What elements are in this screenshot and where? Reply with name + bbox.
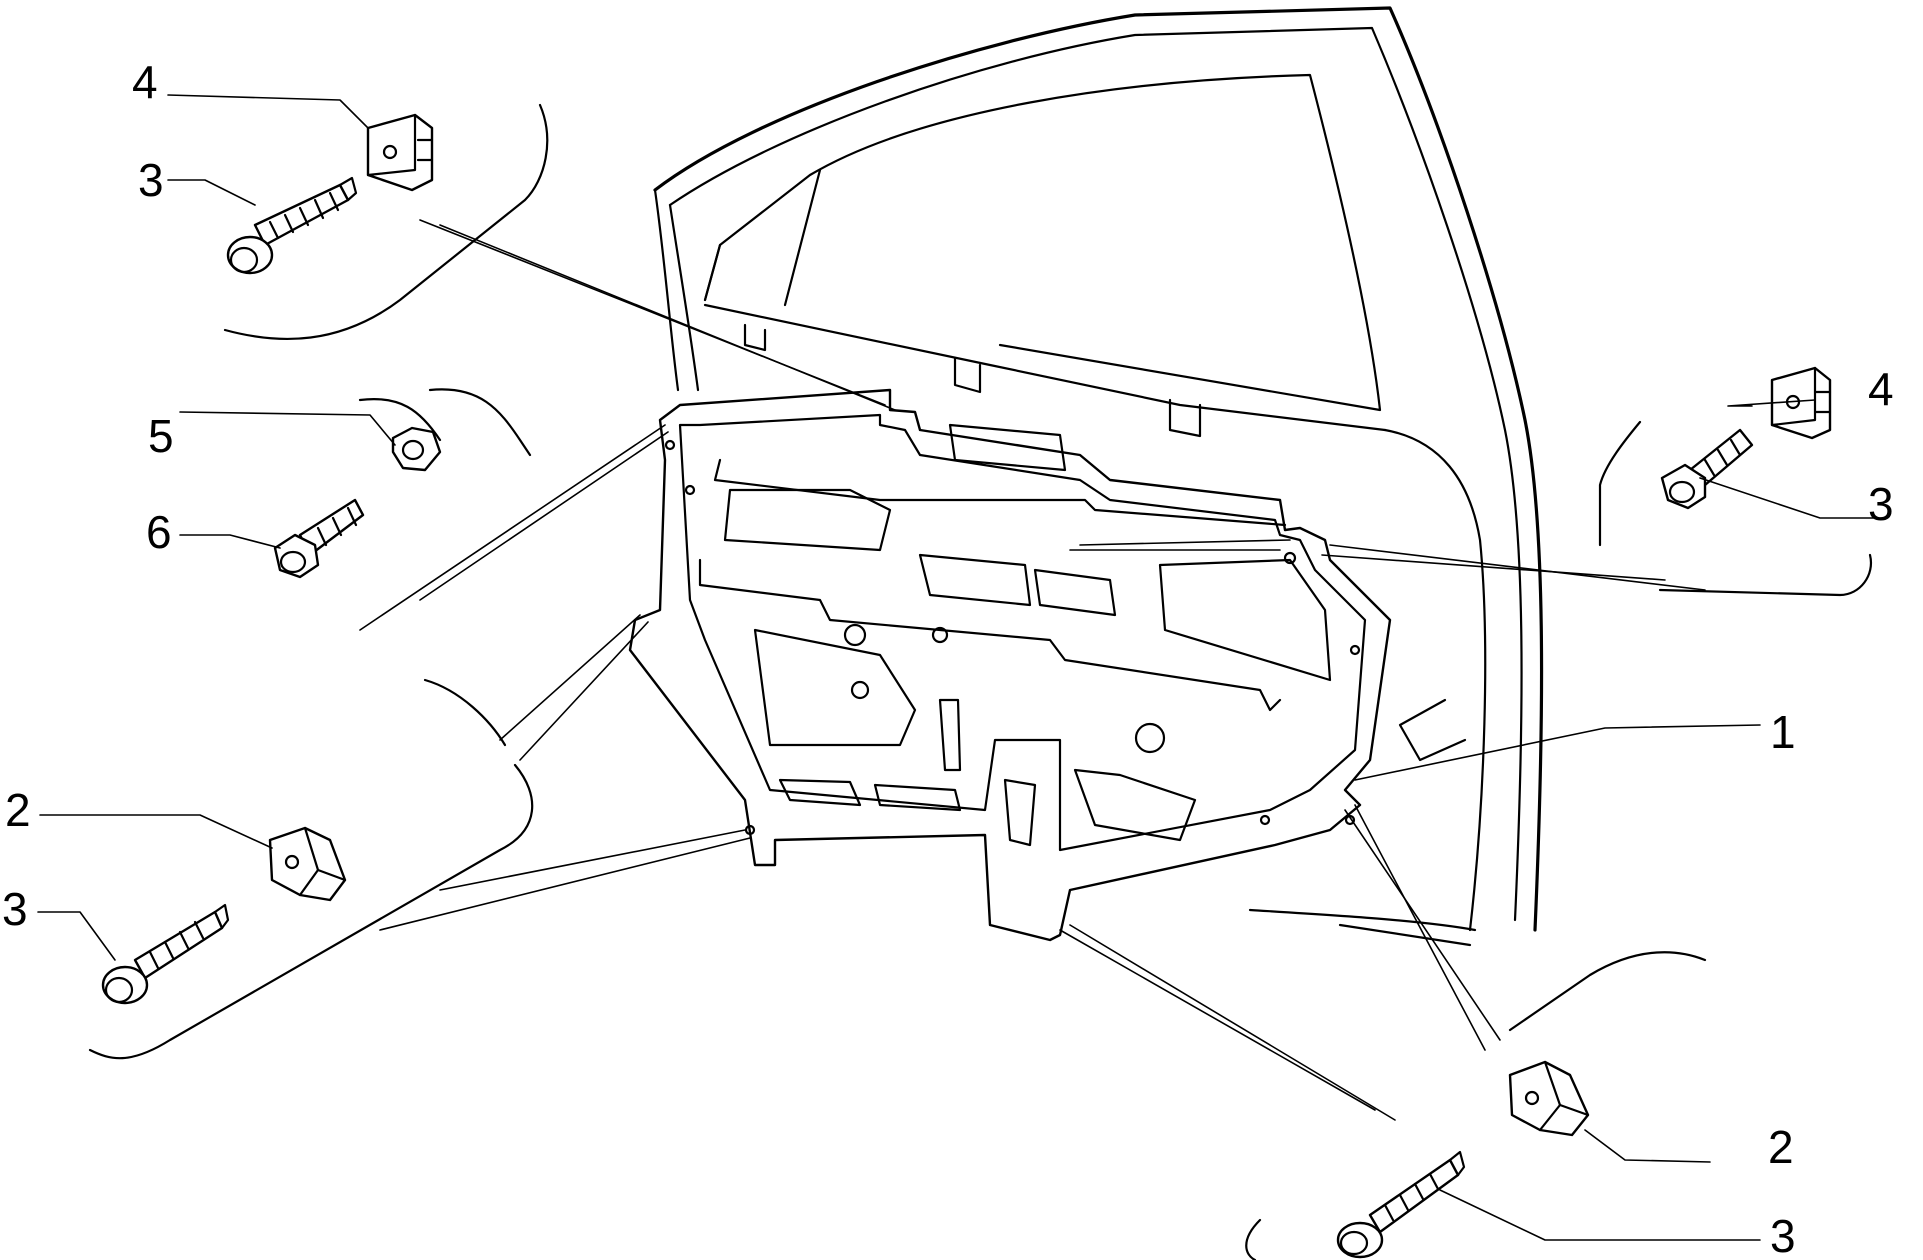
self-tapping-screw-left [101, 903, 230, 1005]
speed-clip-right [1770, 366, 1832, 440]
callout-6: 6 [146, 506, 172, 558]
callout-3-right: 3 [1868, 478, 1894, 530]
callout-5: 5 [148, 410, 174, 462]
callout-3-bottom-right: 3 [1770, 1210, 1796, 1260]
regulator-panel [628, 388, 1392, 942]
self-tapping-screw-top-left [226, 176, 358, 275]
hex-bolt [273, 498, 365, 579]
speed-clip-top-left [366, 113, 434, 192]
callout-4-top-left: 4 [132, 56, 158, 108]
callout-1: 1 [1770, 706, 1796, 758]
hex-nut [391, 426, 442, 472]
callout-2-left: 2 [5, 784, 31, 836]
spring-clip-bottom-right [1508, 1060, 1590, 1137]
group-brackets [88, 103, 1873, 1260]
door-frame [653, 6, 1544, 947]
spring-clip-left [268, 826, 347, 902]
self-tapping-screw-bottom-right [1336, 1150, 1466, 1259]
hex-bolt-right [1660, 428, 1754, 510]
callout-2-bottom-right: 2 [1768, 1121, 1794, 1173]
callout-3-left: 3 [2, 883, 28, 935]
callout-4-right: 4 [1868, 363, 1894, 415]
leader-lines [37, 94, 1876, 1241]
callout-3-top-left: 3 [138, 154, 164, 206]
callout-labels: 4 3 5 6 2 3 4 3 1 2 3 [2, 56, 1894, 1260]
